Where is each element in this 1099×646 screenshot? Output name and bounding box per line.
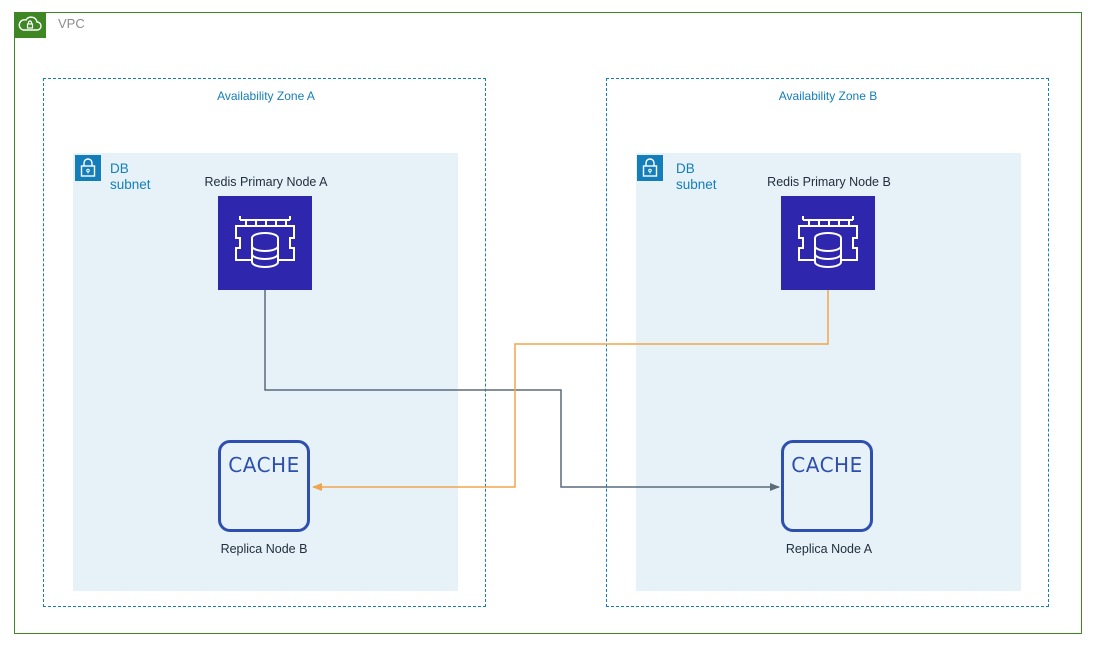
redis-primary-node-a-label: Redis Primary Node A: [204, 175, 328, 189]
replica-node-b-label: Replica Node B: [220, 542, 308, 556]
cache-text: CACHE: [791, 453, 863, 477]
elasticache-icon: [218, 196, 312, 290]
availability-zone-b-label: Availability Zone B: [778, 89, 878, 103]
cache-node-icon: CACHE: [781, 440, 873, 532]
cache-node-icon: CACHE: [218, 440, 310, 532]
cache-text: CACHE: [228, 453, 300, 477]
db-subnet-a-label: DB subnet: [110, 161, 151, 192]
replica-node-a-label: Replica Node A: [785, 542, 873, 556]
db-subnet-b-label: DB subnet: [676, 161, 717, 192]
redis-primary-node-b-label: Redis Primary Node B: [767, 175, 891, 189]
vpc-label: VPC: [58, 16, 85, 31]
vpc-container: [14, 12, 1082, 634]
elasticache-icon: [781, 196, 875, 290]
subnet-lock-icon: [637, 155, 663, 181]
availability-zone-a-label: Availability Zone A: [217, 89, 315, 103]
cloud-lock-icon: [14, 12, 46, 38]
subnet-lock-icon: [75, 155, 101, 181]
